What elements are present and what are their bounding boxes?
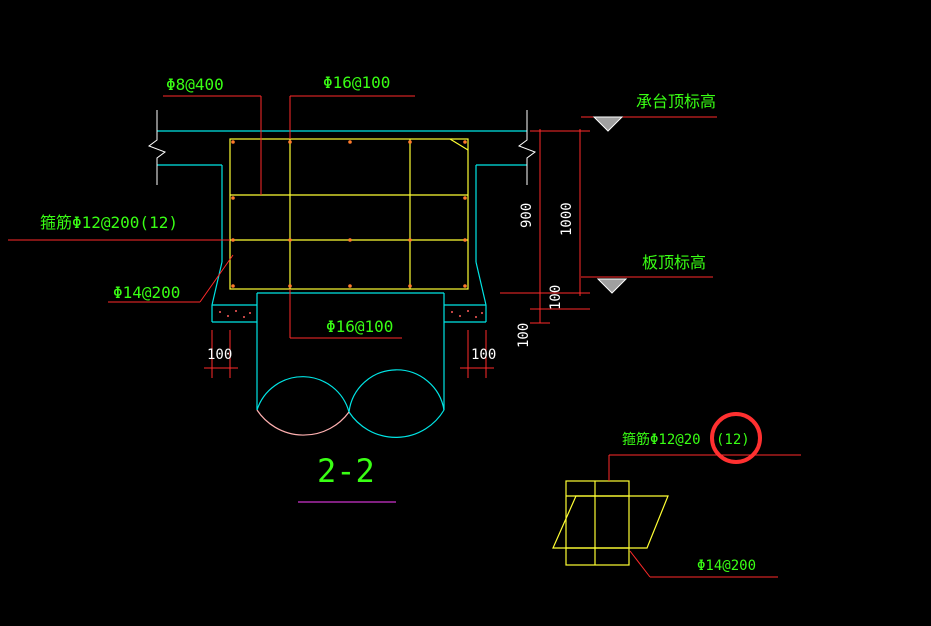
label-slab-top-elevation: 板顶标高: [642, 253, 706, 272]
highlight-circle: [710, 412, 762, 464]
elevation-mark-cap-top: [592, 116, 624, 132]
leader-lines: [8, 95, 717, 339]
label-stirrup-phi12: 箍筋Φ12@200(12): [40, 213, 178, 232]
dim-100-right-top: 100: [548, 285, 564, 310]
rebar-cage: [229, 138, 469, 290]
break-lines: [147, 110, 537, 185]
dimension-lines: [204, 129, 590, 378]
rebar-dots: [231, 140, 467, 288]
dim-100-right-bottom: 100: [516, 323, 532, 348]
pile-arc: [256, 409, 350, 436]
dim-1000: 1000: [559, 202, 575, 236]
corbel-hatch: [219, 310, 483, 318]
section-title: 2-2: [317, 452, 375, 490]
dim-900: 900: [519, 203, 535, 228]
label-cap-top-elevation: 承台顶标高: [636, 92, 716, 111]
detail-label-phi14: Φ14@200: [697, 558, 756, 574]
detail-leaders: [608, 454, 801, 578]
detail-label-stirrup: 箍筋Φ12@20: [622, 431, 701, 448]
label-phi8-400: Φ8@400: [166, 75, 224, 94]
elevation-mark-slab-top: [596, 278, 628, 294]
concrete-outline: [157, 130, 527, 438]
detail-label-count: (12): [716, 432, 750, 448]
label-phi16-100-bottom: Φ16@100: [326, 317, 393, 336]
dim-100-left: 100: [207, 347, 232, 363]
dim-100-right: 100: [471, 347, 496, 363]
detail-stirrup: [552, 480, 669, 566]
label-phi14-200: Φ14@200: [113, 283, 180, 302]
label-phi16-100-top: Φ16@100: [323, 73, 390, 92]
